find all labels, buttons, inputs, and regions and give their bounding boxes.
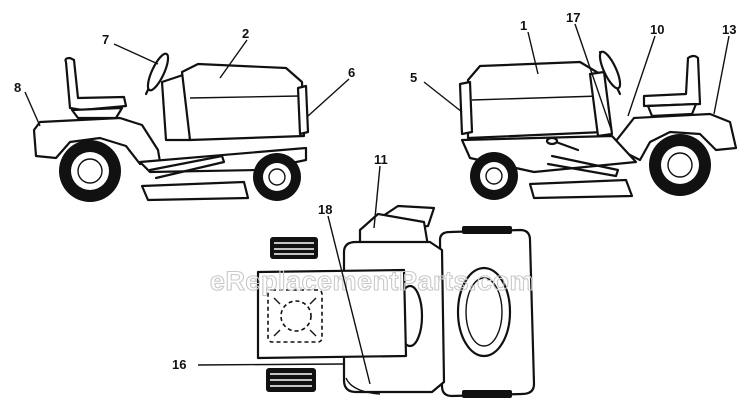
watermark-text: eReplacementParts.com [210, 266, 534, 296]
callout-18: 18 [318, 202, 332, 217]
callout-13: 13 [722, 22, 736, 37]
tractor-top-view [256, 204, 536, 398]
callout-1: 1 [520, 18, 527, 33]
callout-5: 5 [410, 70, 417, 85]
callout-10: 10 [650, 22, 664, 37]
callout-labels: 1 2 5 6 7 8 10 11 13 16 17 18 [14, 10, 736, 372]
callout-17: 17 [566, 10, 580, 25]
tractor-right-side-view [458, 50, 738, 200]
tractor-left-side-view [32, 52, 310, 202]
leader-lines [24, 23, 730, 385]
callout-11: 11 [374, 152, 388, 167]
callout-6: 6 [348, 65, 355, 80]
callout-2: 2 [242, 26, 249, 41]
callout-7: 7 [102, 32, 109, 47]
callout-16: 16 [172, 357, 186, 372]
callout-8: 8 [14, 80, 21, 95]
